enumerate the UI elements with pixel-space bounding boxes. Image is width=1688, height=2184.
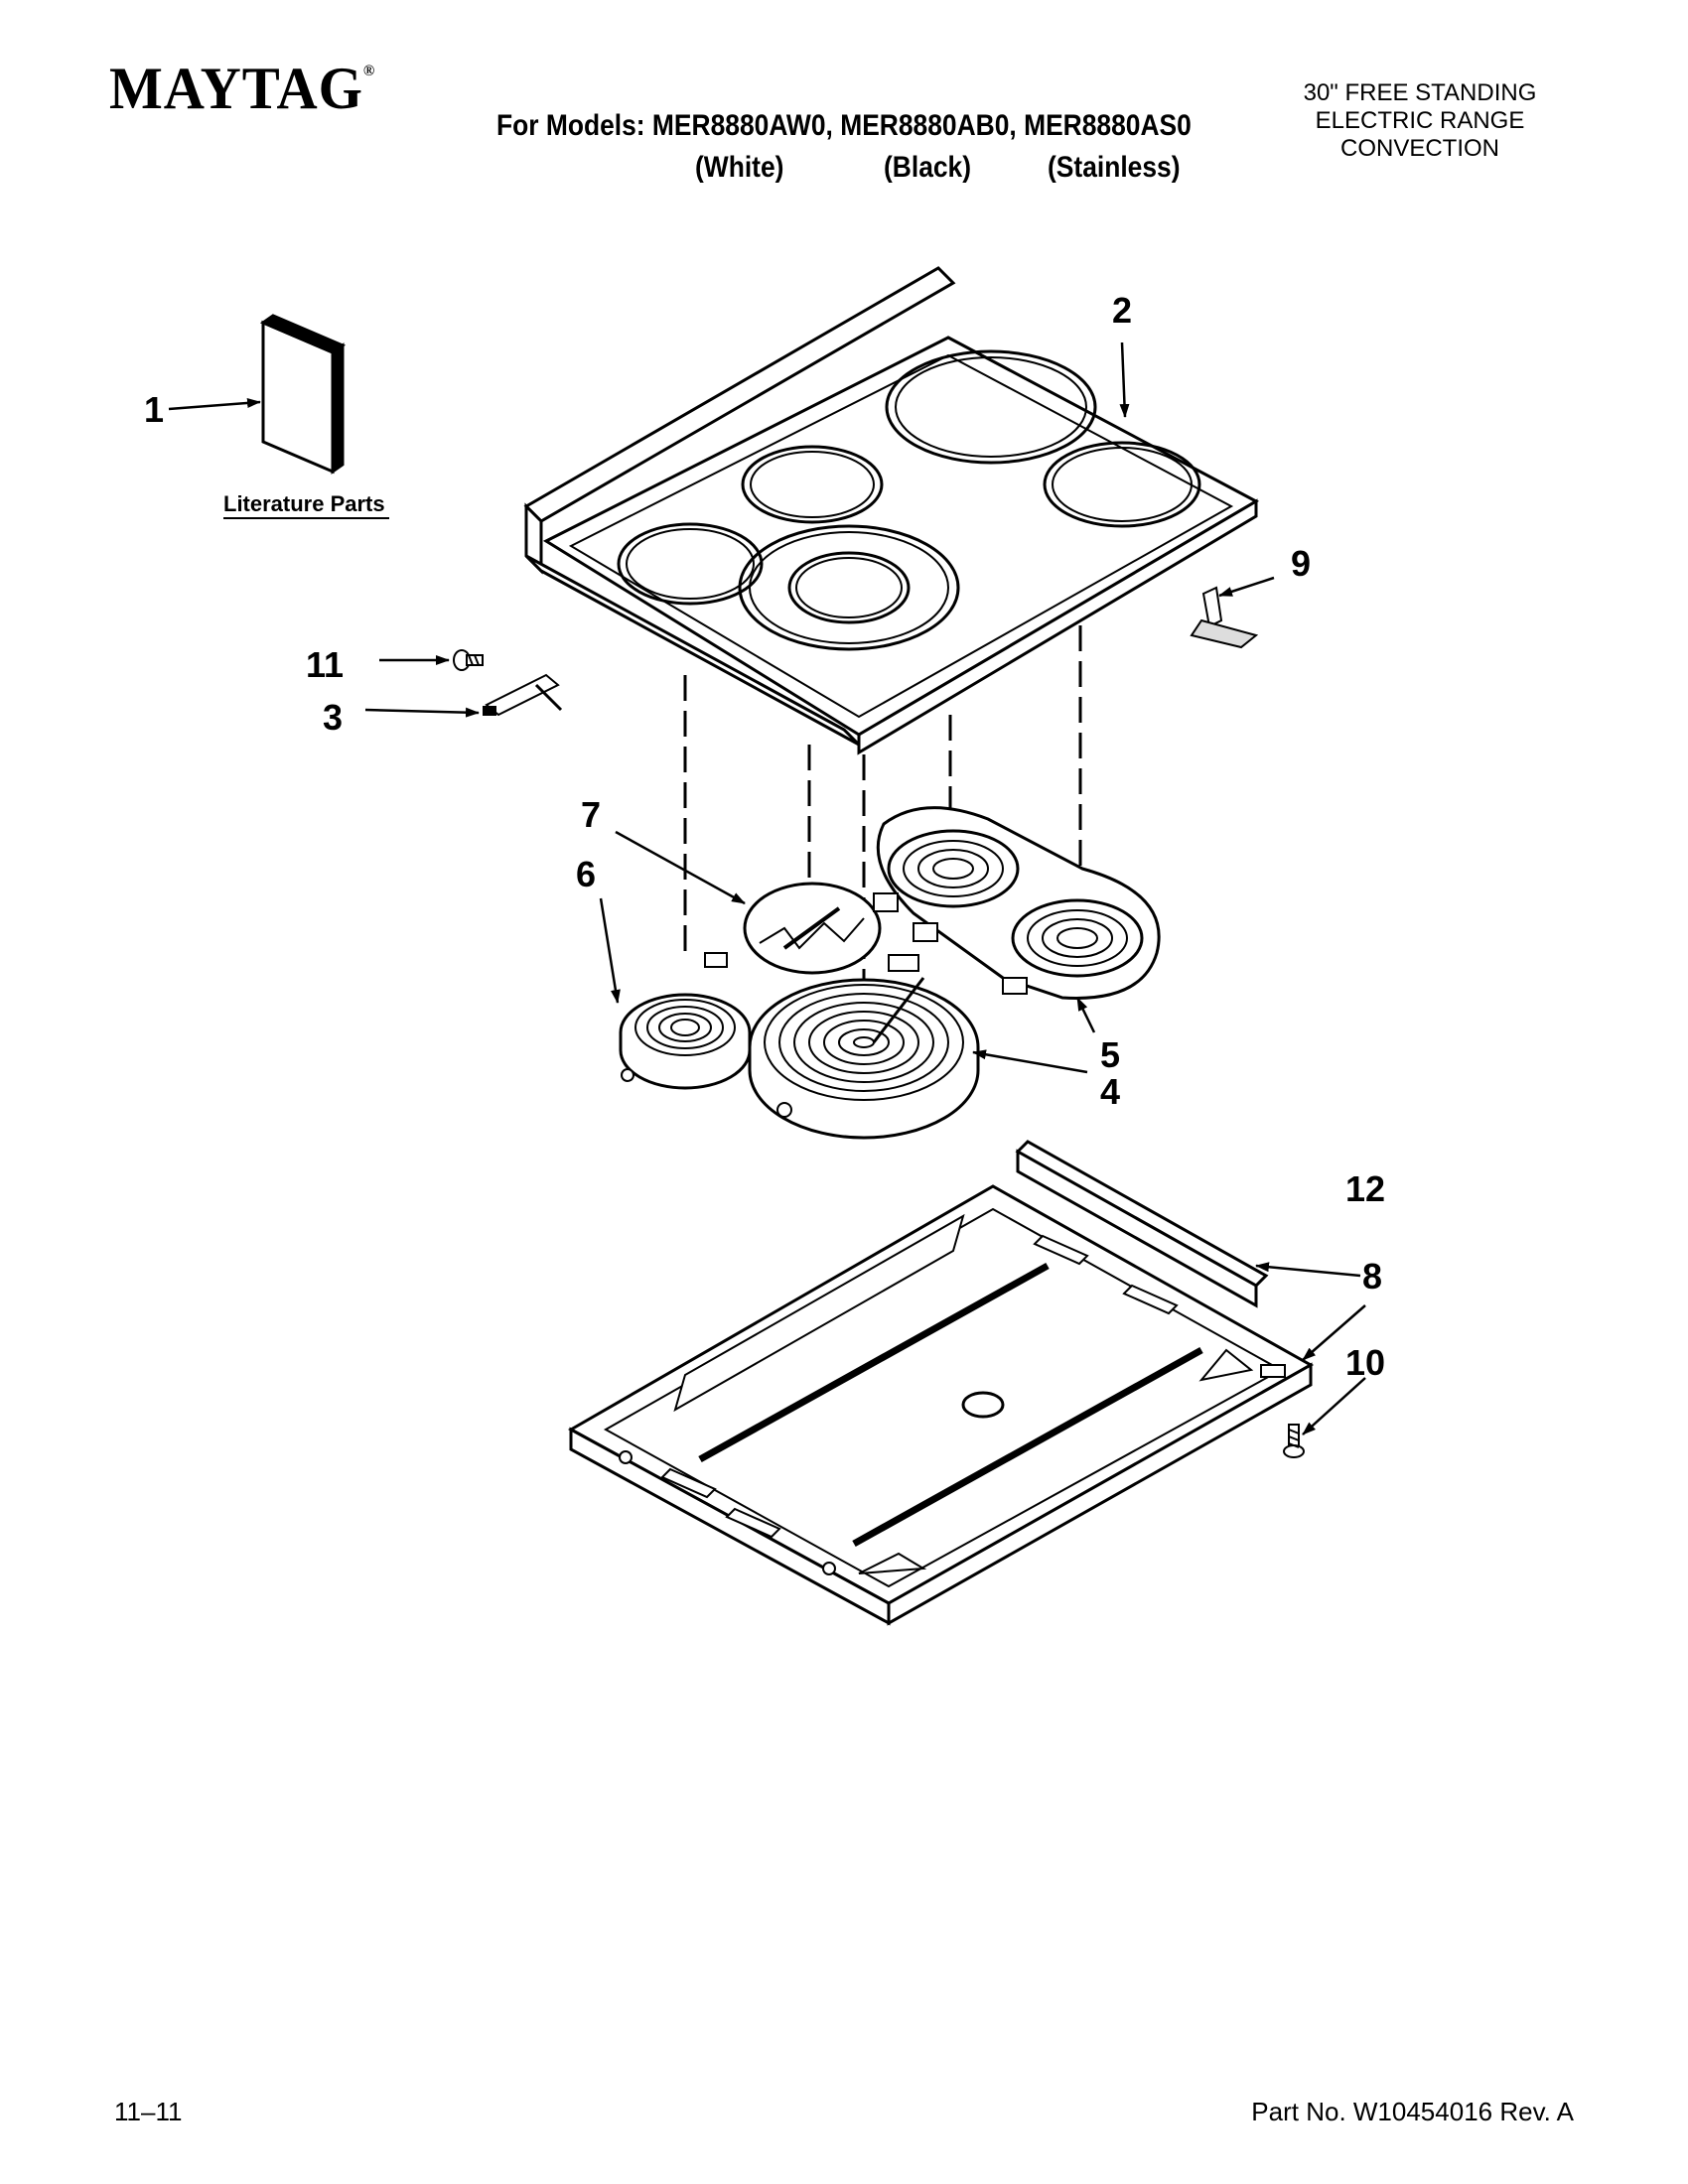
screw-part-11 (453, 649, 484, 671)
leader-arrows (168, 341, 1366, 1435)
rear-strip (1015, 1140, 1269, 1308)
callout-1: 1 (144, 389, 164, 430)
literature-booklet (259, 314, 347, 475)
callout-9: 9 (1291, 543, 1311, 584)
brand-logo: MAYTAG® (109, 55, 375, 123)
bracket-part-3 (483, 673, 563, 717)
large-dual-element (748, 954, 980, 1140)
callout-6: 6 (576, 854, 596, 894)
registered-mark: ® (362, 63, 376, 79)
callout-2: 2 (1112, 290, 1132, 331)
callout-5: 5 (1100, 1034, 1120, 1075)
color-black: (Black) (884, 151, 972, 184)
cooktop-burner-rings (617, 349, 1201, 651)
product-type-line-1: 30" FREE STANDING (1303, 79, 1537, 106)
cooktop (523, 266, 1260, 755)
callout-8: 8 (1362, 1256, 1382, 1297)
part-number: Part No. W10454016 Rev. A (1251, 2097, 1574, 2126)
reflector-plate (743, 882, 882, 975)
callout-11: 11 (306, 644, 344, 685)
literature-parts-label: Literature Parts (223, 491, 385, 516)
clip-part (1190, 586, 1259, 649)
bottom-panel (567, 1184, 1315, 1626)
dual-oval-element (873, 806, 1161, 1000)
small-element (619, 952, 752, 1090)
brand-name: MAYTAG (109, 56, 363, 121)
color-white: (White) (695, 151, 784, 184)
date-code: 11–11 (114, 2097, 183, 2126)
callout-4: 4 (1100, 1071, 1120, 1112)
color-stainless: (Stainless) (1048, 151, 1181, 184)
callout-numbers: 1 2 3 4 5 6 7 8 9 10 11 12 (144, 290, 1385, 1383)
callout-10: 10 (1345, 1342, 1385, 1383)
models-line: For Models: MER8880AW0, MER8880AB0, MER8… (496, 109, 1192, 142)
callout-7: 7 (581, 794, 601, 835)
callout-3: 3 (323, 697, 343, 738)
product-type: 30" FREE STANDING ELECTRIC RANGE CONVECT… (1271, 79, 1569, 163)
callout-12: 12 (1345, 1168, 1385, 1209)
product-type-line-2: ELECTRIC RANGE (1315, 107, 1525, 134)
screw-part-10 (1283, 1424, 1305, 1458)
product-type-line-3: CONVECTION (1339, 135, 1499, 162)
